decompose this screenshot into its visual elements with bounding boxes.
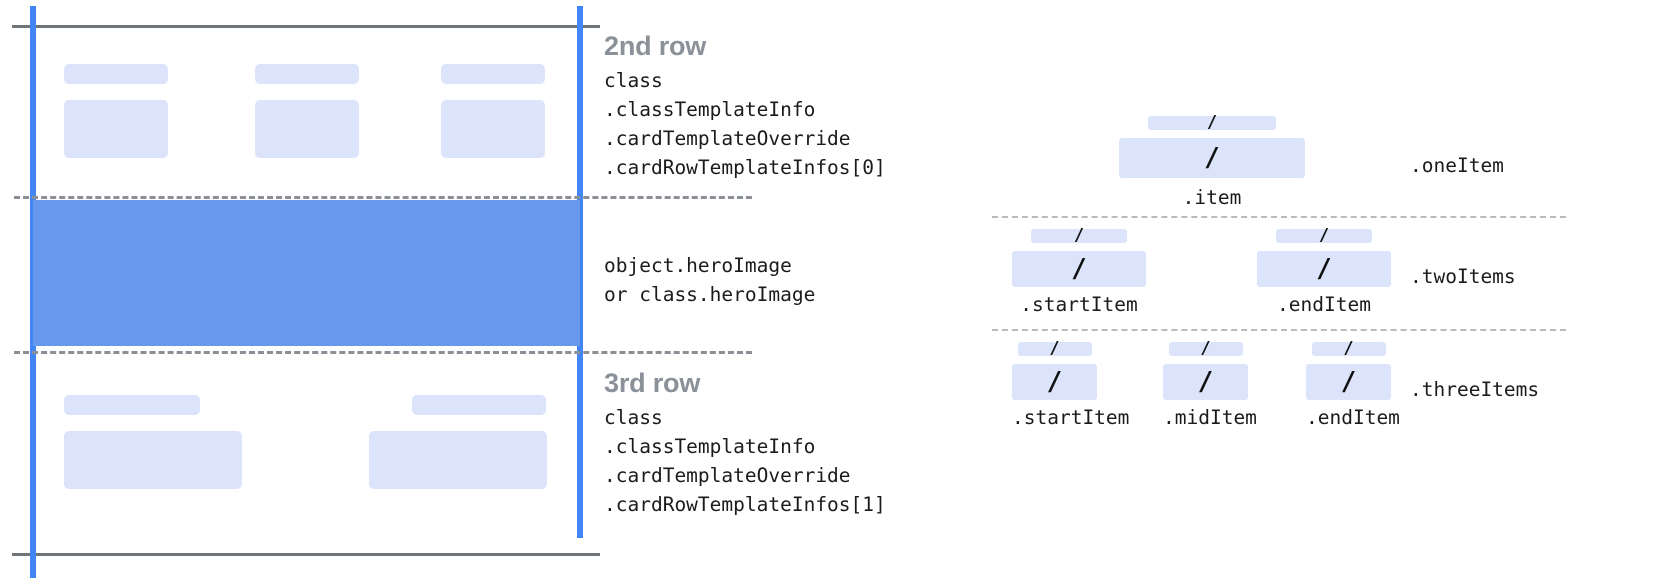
three-items-group: / / .startItem / / .midItem / xyxy=(960,333,1676,443)
item-body-placeholder xyxy=(255,100,359,158)
card-top-rule xyxy=(12,25,600,28)
hero-image-band xyxy=(33,200,580,346)
item-label-placeholder xyxy=(412,395,546,415)
item-cell: / / .endItem xyxy=(1306,338,1400,429)
row-code-path: class .classTemplateInfo .cardTemplateOv… xyxy=(604,69,886,179)
item-label-placeholder xyxy=(64,64,168,84)
item-body-placeholder xyxy=(64,100,168,158)
item-body-placeholder xyxy=(369,431,547,489)
item-body-box: / xyxy=(1163,364,1248,400)
item-body-box: / xyxy=(1012,251,1146,287)
item-caption: .endItem xyxy=(1306,406,1400,429)
row-separator-bottom xyxy=(14,351,752,354)
item-caption: .startItem xyxy=(1012,406,1130,429)
item-label-bar: / xyxy=(1311,338,1386,359)
row-title: 3rd row xyxy=(604,368,701,398)
group-label: .twoItems xyxy=(1410,265,1516,288)
group-separator-one-two xyxy=(992,216,1566,218)
item-body-box: / xyxy=(1306,364,1391,400)
item-cell: / / .startItem xyxy=(1012,225,1146,316)
card-right-guide xyxy=(577,6,583,538)
slash-glyph: / xyxy=(1071,254,1087,284)
slash-glyph: / xyxy=(1343,338,1354,359)
slash-glyph: / xyxy=(1340,367,1357,397)
slash-glyph: / xyxy=(1206,112,1218,133)
item-label-bar: / xyxy=(1168,338,1243,359)
item-label-bar: / xyxy=(1017,338,1092,359)
item-body-box: / xyxy=(1119,138,1305,178)
group-separator-two-three xyxy=(992,329,1566,331)
second-row-annotation: 2nd row class .classTemplateInfo .cardTe… xyxy=(604,31,886,182)
one-item-group: / / .item .oneItem xyxy=(960,0,1676,216)
item-body-placeholder xyxy=(64,431,242,489)
slash-glyph: / xyxy=(1197,367,1214,397)
item-layouts-panel: / / .item .oneItem / / .startItem xyxy=(960,0,1676,584)
third-row-items xyxy=(0,355,600,553)
item-cell: / / .endItem xyxy=(1257,225,1391,316)
hero-code-path: object.heroImage or class.heroImage xyxy=(604,254,816,306)
slash-glyph: / xyxy=(1204,143,1220,173)
item-body-box: / xyxy=(1012,364,1097,400)
item-label-bar: / xyxy=(1031,225,1127,246)
item-caption: .item xyxy=(1182,186,1242,209)
hero-annotation: object.heroImage or class.heroImage xyxy=(604,251,815,309)
item-body-box: / xyxy=(1257,251,1391,287)
slash-glyph: / xyxy=(1200,338,1211,359)
item-cell: / / .midItem xyxy=(1163,338,1257,429)
row-title: 2nd row xyxy=(604,31,707,61)
third-row-annotation: 3rd row class .classTemplateInfo .cardTe… xyxy=(604,368,886,519)
item-label-placeholder xyxy=(441,64,545,84)
row-code-path: class .classTemplateInfo .cardTemplateOv… xyxy=(604,406,886,516)
second-row-items xyxy=(0,0,600,196)
slash-glyph: / xyxy=(1318,225,1330,246)
slash-glyph: / xyxy=(1073,225,1085,246)
two-items-group: / / .startItem / / .endItem .twoItems xyxy=(960,220,1676,329)
item-caption: .midItem xyxy=(1163,406,1257,429)
row-separator-top xyxy=(14,196,752,199)
slash-glyph: / xyxy=(1046,367,1063,397)
slash-glyph: / xyxy=(1316,254,1332,284)
item-caption: .endItem xyxy=(1277,293,1371,316)
item-label-bar: / xyxy=(1276,225,1372,246)
card-structure-panel xyxy=(0,0,752,584)
item-label-placeholder xyxy=(64,395,200,415)
group-label: .threeItems xyxy=(1410,378,1540,401)
item-caption: .startItem xyxy=(1020,293,1138,316)
group-label: .oneItem xyxy=(1410,154,1504,177)
card-bottom-rule xyxy=(12,553,600,556)
item-cell: / / .startItem xyxy=(1012,338,1130,429)
item-body-placeholder xyxy=(441,100,545,158)
slash-glyph: / xyxy=(1049,338,1060,359)
item-label-placeholder xyxy=(255,64,359,84)
item-label-bar: / xyxy=(1148,112,1276,133)
item-cell: / / .item xyxy=(1119,112,1305,209)
